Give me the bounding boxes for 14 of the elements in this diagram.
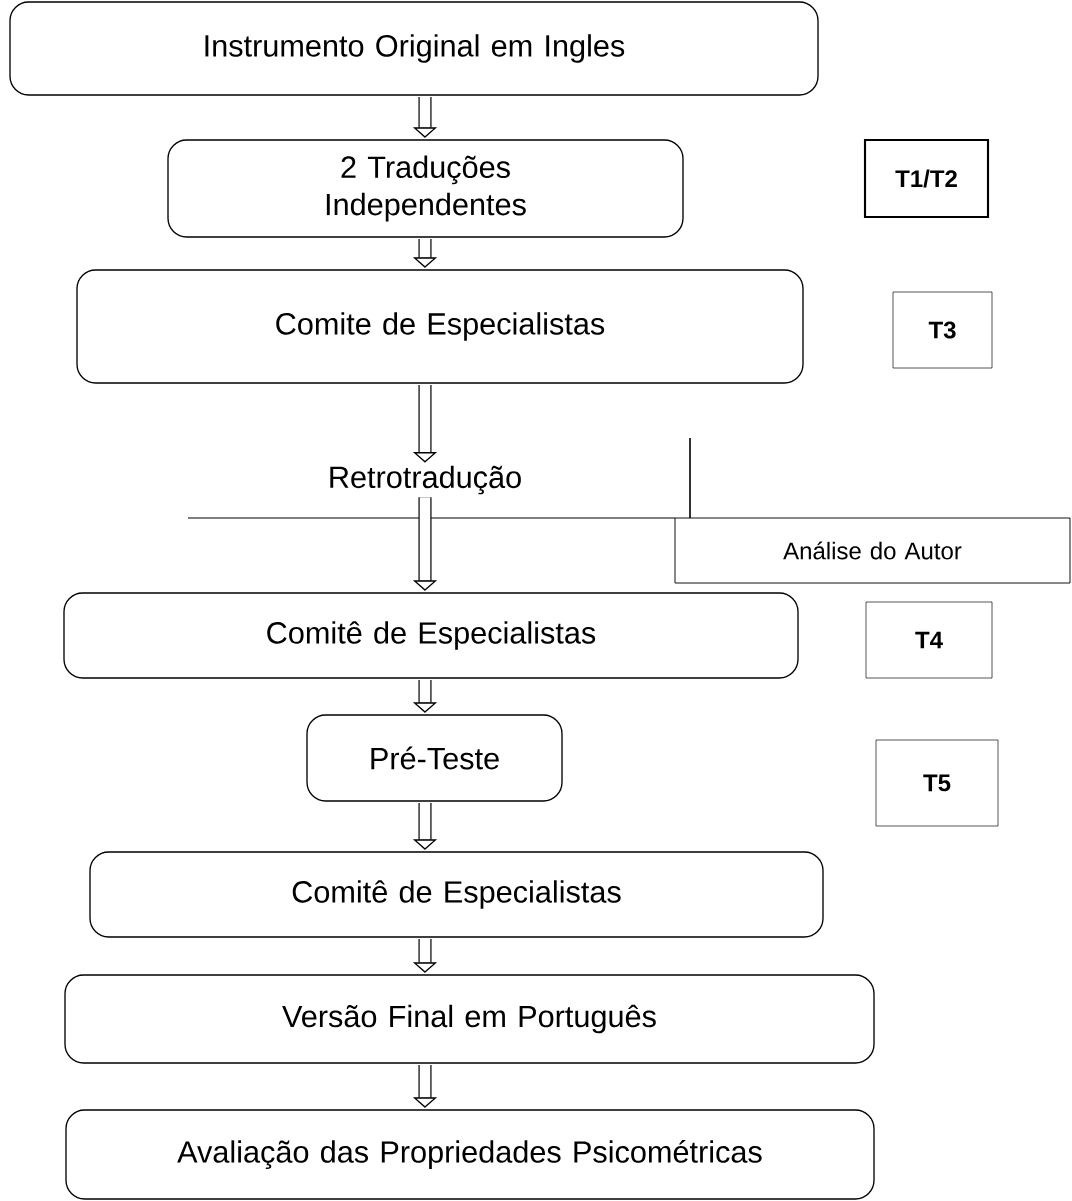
process-box: Comite de Especialistas (76, 269, 804, 384)
process-box: Versão Final em Português (64, 974, 875, 1064)
process-box: Instrumento Original em Ingles (9, 1, 819, 96)
note-box: Análise do Autor (674, 517, 1071, 584)
process-box: Avaliação das Propriedades Psicométricas (65, 1109, 875, 1200)
step-text: Retrotradução (330, 465, 521, 495)
step-tag: T5 (875, 739, 999, 827)
process-box: Comitê de Especialistas (63, 592, 799, 679)
step-tag: T3 (892, 291, 993, 369)
process-box: Comitê de Especialistas (89, 851, 824, 938)
process-box: Pré-Teste (306, 714, 563, 802)
step-tag: T1/T2 (863, 138, 990, 219)
step-tag: T4 (865, 601, 993, 679)
process-box: 2 Traduções Independentes (167, 139, 684, 238)
